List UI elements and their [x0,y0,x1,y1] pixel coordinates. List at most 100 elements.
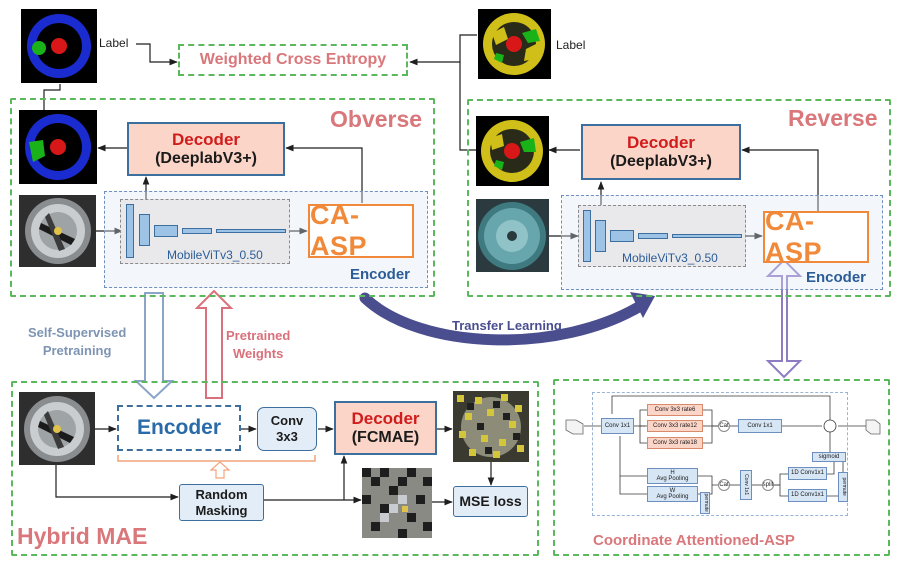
ca-asp-cat-2: Cat [718,479,730,491]
obverse-casp-block: CA-ASP [308,200,414,261]
ca-asp-split: split [762,479,774,491]
random-masking-block: Random Masking [179,484,264,521]
ca-asp-conv1x1-b: Conv 1x1 [738,419,782,433]
obverse-decoder-subtitle: (DeeplabV3+) [155,149,257,167]
reverse-panel [467,99,891,297]
random-masking-line2: Masking [195,502,248,518]
ca-asp-detail-area [592,392,848,516]
transfer-learning-label: Transfer Learning [452,318,562,333]
ca-asp-conv1x1-c: Conv 1x1 [740,470,752,500]
self-supervised-label: Self-Supervised Pretraining [28,324,126,359]
reverse-backbone-block-1 [583,210,591,262]
ca-asp-cat-1: Cat [718,420,730,432]
ca-asp-conv1x1-a: Conv 1x1 [601,418,634,434]
mae-encoder-box: Encoder [117,405,241,451]
label-left-text: Label [99,36,129,50]
mse-loss-block: MSE loss [453,486,528,517]
mae-decoder-box: Decoder (FCMAE) [334,401,437,455]
ca-asp-permute-1: permute [700,492,710,514]
reverse-label-image [478,9,551,79]
mae-mask-hint-arrow [209,461,231,479]
reverse-title: Reverse [788,105,878,131]
hybrid-mae-title: Hybrid MAE [17,523,148,549]
obverse-label-image [21,9,97,83]
random-masking-line1: Random [195,486,248,502]
reverse-encoder-label: Encoder [806,269,867,286]
label-right-to-loss-line [409,34,477,66]
ca-asp-mul-node [823,419,837,433]
obverse-pred-line [43,84,61,110]
ca-asp-h-pool: H Avg Pooling [647,468,698,484]
reverse-backbone-label: MobileViTv3_0.50 [622,251,718,265]
obverse-encoder-label: Encoder [350,266,411,283]
reverse-backbone-block-3 [610,230,634,242]
transfer-learning-arrowhead [630,292,655,318]
ca-asp-panel-title: Coordinate Attentioned-ASP [593,532,795,549]
obverse-input-image [19,195,96,267]
ca-asp-permute-2: permute [838,472,848,502]
reverse-pred-line [459,62,476,151]
obverse-backbone-block-1 [126,204,134,258]
pretrained-line1: Pretrained [226,328,291,343]
ca-asp-rate6: Conv 3x3 rate6 [647,404,703,416]
ca-asp-rate12: Conv 3x3 rate12 [647,420,703,432]
obverse-backbone-block-5 [216,229,286,233]
self-supervised-line1: Self-Supervised [28,325,127,340]
ca-asp-h-pool-line2: Avg Pooling [656,476,689,482]
ca-asp-h-pool-line1: H [670,469,675,476]
reverse-casp-block: CA-ASP [763,206,869,267]
transfer-learning-arrow [359,292,648,346]
mse-loss-label: MSE loss [459,493,522,510]
obverse-backbone-block-3 [154,225,178,237]
obverse-prediction-image [19,110,97,184]
reverse-backbone-block-5 [672,234,742,238]
reverse-decoder-box: Decoder (DeeplabV3+) [581,124,741,180]
obverse-panel [10,98,435,297]
ca-asp-panel [553,379,890,556]
reverse-backbone-block-4 [638,233,668,239]
obverse-decoder-title: Decoder [171,130,241,150]
pretrained-weights-arrow [194,289,234,399]
reverse-input-image [476,199,549,272]
ca-asp-output-tensor [865,419,881,435]
mae-conv-block: Conv 3x3 [257,407,317,451]
ca-asp-w-pool-line1: W [669,487,676,494]
mae-conv-line1: Conv [270,413,304,429]
reverse-decoder-title: Decoder [626,133,696,153]
mae-encoder-bracket [117,455,316,462]
label-right-text: Label [556,38,586,52]
ca-asp-conv1x1-c-text: Conv 1x1 [743,474,750,496]
self-supervised-line2: Pretraining [42,342,112,358]
ca-asp-w-pool: W Avg Pooling [647,486,698,502]
casp-detail-arrow [765,258,803,379]
mae-input-image [19,392,95,465]
pretrained-line2: Weights [232,345,284,361]
obverse-decoder-box: Decoder (DeeplabV3+) [127,122,285,176]
ca-asp-permute-2-text: permute [840,477,847,497]
obverse-backbone-label: MobileViTv3_0.50 [167,248,263,262]
ca-asp-permute-1-text: permute [702,493,709,513]
reverse-prediction-image [476,116,549,186]
weighted-cross-entropy-box: Weighted Cross Entropy [178,44,408,76]
obverse-casp-to-decoder [285,144,363,203]
mae-conv-line2: 3x3 [276,429,298,444]
reverse-backbone-block-2 [595,220,606,252]
ca-asp-input-tensor [565,419,584,435]
mae-decoder-title: Decoder [351,409,420,429]
label-left-to-loss-line [136,43,178,66]
pretrained-weights-label: Pretrained Weights [226,327,290,362]
ca-asp-w-pool-line2: Avg Pooling [656,494,689,500]
mae-decoder-subtitle: (FCMAE) [351,428,420,446]
hybrid-mae-panel [11,381,539,556]
obverse-backbone-block-2 [139,214,150,246]
mae-masked-image [362,468,432,538]
ca-asp-conv1d-b: 1D Conv1x1 [788,489,827,502]
ca-asp-sigmoid: sigmoid [812,452,846,462]
obverse-backbone-block-4 [182,228,212,234]
reverse-casp-to-decoder [741,146,819,211]
mae-input-to-masking [55,465,179,501]
ca-asp-conv1d-a: 1D Conv1x1 [788,467,827,480]
ca-asp-rate18: Conv 3x3 rate18 [647,437,703,449]
